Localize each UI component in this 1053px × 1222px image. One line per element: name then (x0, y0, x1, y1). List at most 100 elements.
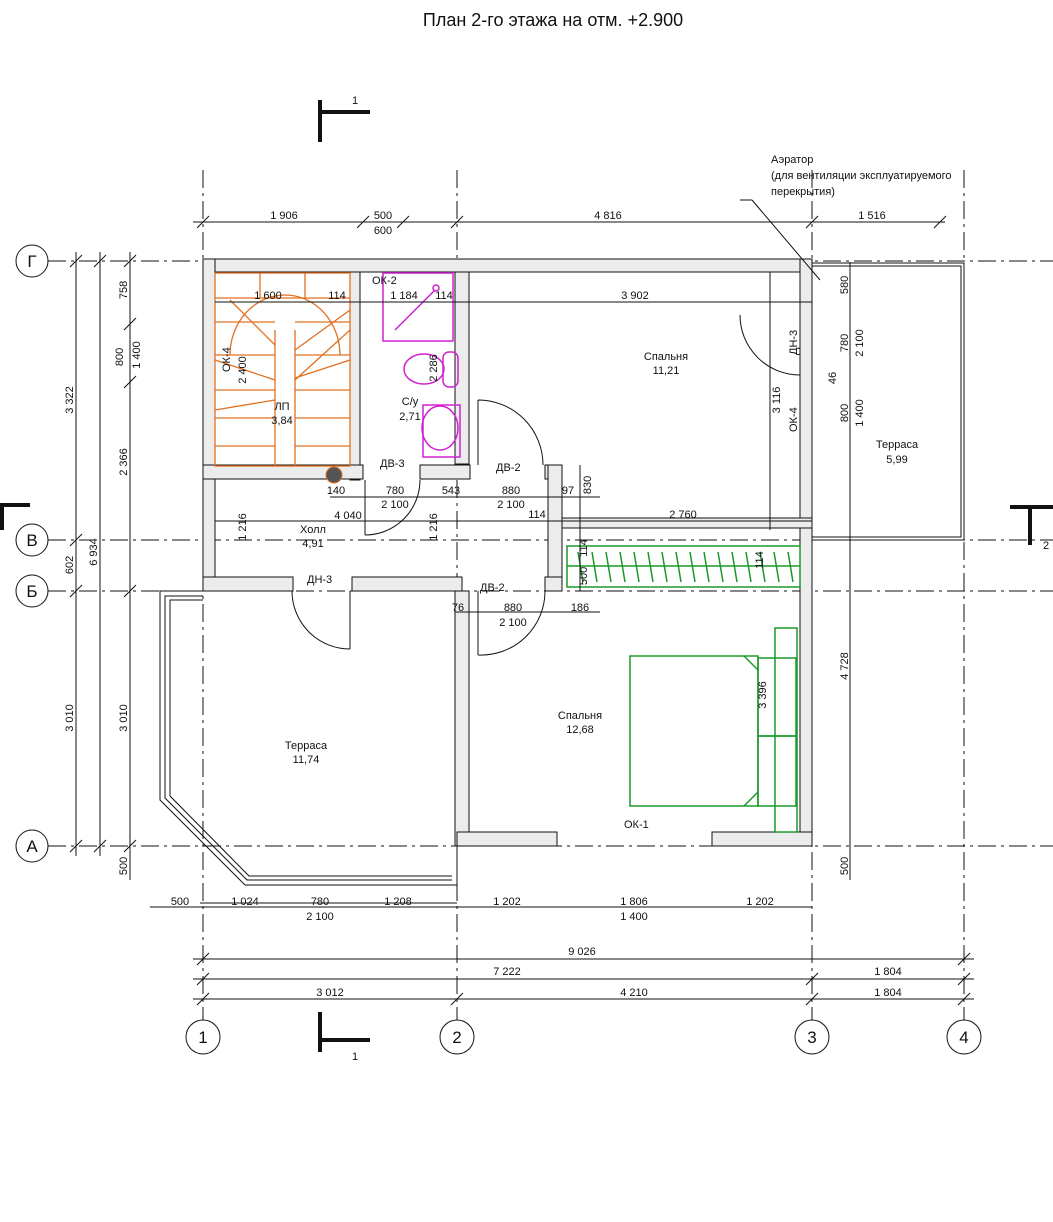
dim: 2 100 (497, 499, 525, 511)
walls (202, 258, 813, 847)
dim: 2 100 (306, 911, 334, 923)
dim: 97 (562, 485, 574, 497)
terrace-right-outline (811, 262, 965, 541)
dim: 500 (171, 896, 189, 908)
axis-label-a: А (26, 837, 38, 856)
dim: 1 806 (620, 896, 648, 908)
dim: 7 222 (493, 966, 521, 978)
axis-label-v: В (26, 531, 37, 550)
dim: 780 (839, 334, 851, 352)
room-terrace-left-name: Терраса (285, 740, 328, 752)
opening-dv3: ДВ-3 (380, 458, 405, 470)
room-bedroom1-name: Спальня (644, 351, 688, 363)
door-swings (291, 314, 801, 656)
dim: 186 (571, 602, 589, 614)
room-terrace-left-area: 11,74 (293, 754, 320, 766)
axis-markers: Г В Б А 1 2 3 4 (15, 244, 982, 1055)
aerator-note: Аэратор (для вентиляции эксплуатируемого… (771, 154, 952, 198)
dim: 6 934 (88, 538, 100, 566)
dim: 3 396 (757, 681, 769, 709)
room-bedroom1-area: 11,21 (653, 365, 680, 377)
staircase (214, 272, 351, 484)
room-bath-area: 2,71 (399, 411, 420, 423)
dim: 114 (528, 509, 546, 521)
dim: 4 210 (620, 987, 648, 999)
dim: 2 286 (428, 354, 440, 382)
dim: 2 100 (381, 499, 409, 511)
dim: 4 816 (594, 210, 622, 222)
dim: 1 216 (428, 513, 440, 541)
dim: 600 (374, 225, 392, 237)
dim: 1 600 (254, 290, 282, 302)
room-hall-name: Холл (300, 524, 326, 536)
note-line-3: перекрытия) (771, 186, 835, 198)
room-stair-area: 3,84 (271, 415, 292, 427)
dim: 3 010 (64, 704, 76, 732)
room-bedroom2-area: 12,68 (566, 724, 594, 736)
section-mark-bottom: 1 (352, 1051, 358, 1063)
opening-ok4-stair: ОК-4 (221, 347, 233, 372)
dim: 500 (374, 210, 392, 222)
bathroom-fixtures (382, 272, 461, 458)
dim: 76 (452, 602, 464, 614)
terrace-left-outline (159, 590, 458, 886)
dimension-texts: 1 906 500 600 4 816 1 516 1 600 114 1 18… (64, 210, 902, 999)
dim: 1 202 (493, 896, 521, 908)
note-line-1: Аэратор (771, 154, 813, 166)
wardrobe (566, 545, 801, 588)
dim: 114 (328, 290, 346, 302)
dim: 4 040 (334, 510, 362, 522)
dim: 114 (754, 551, 766, 569)
room-stair-name: ЛП (274, 401, 289, 413)
dim: 800 (114, 348, 126, 366)
axis-label-2: 2 (452, 1028, 461, 1047)
dim: 3 116 (771, 387, 783, 414)
section-marks: 1 1 2 (0, 95, 1053, 1063)
dim: 500 (118, 857, 130, 875)
dim: 758 (118, 281, 130, 299)
dim: 1 202 (746, 896, 774, 908)
room-bath-name: С/у (402, 396, 419, 408)
dim: 2 366 (118, 448, 130, 476)
axis-label-b: Б (26, 582, 37, 601)
dim: 1 516 (858, 210, 886, 222)
dim: 1 400 (131, 341, 143, 369)
dim: 1 400 (620, 911, 648, 923)
axis-label-1: 1 (198, 1028, 207, 1047)
dim: 3 010 (118, 704, 130, 732)
dim: 3 902 (621, 290, 649, 302)
dim: 602 (64, 556, 76, 574)
dim: 1 906 (270, 210, 298, 222)
dim: 2 400 (237, 356, 249, 384)
dim: 500 (839, 857, 851, 875)
opening-dn3-bedroom: ДН-3 (788, 330, 800, 355)
note-line-2: (для вентиляции эксплуатируемого (771, 170, 952, 182)
dim: 2 100 (854, 329, 866, 357)
dim: 830 (582, 476, 594, 494)
opening-ok2: ОК-2 (372, 275, 397, 287)
dim: 780 (311, 896, 329, 908)
dim: 800 (839, 404, 851, 422)
opening-dv2-upper: ДВ-2 (496, 462, 521, 474)
room-terrace-right-name: Терраса (876, 439, 919, 451)
room-labels: ЛП 3,84 С/у 2,71 Спальня 11,21 Холл 4,91… (271, 351, 919, 766)
dim: 500 (578, 567, 590, 585)
room-hall-area: 4,91 (302, 538, 323, 550)
opening-dv2-lower: ДВ-2 (480, 582, 505, 594)
dim: 2 760 (669, 509, 697, 521)
dim: 1 208 (384, 896, 412, 908)
opening-ok1: ОК-1 (624, 819, 649, 831)
dim: 1 024 (231, 896, 259, 908)
dim: 140 (327, 485, 345, 497)
opening-labels: ОК-2 ОК-4 ОК-4 ОК-1 ДВ-3 ДВ-2 ДВ-2 ДН-3 … (221, 275, 800, 831)
dim: 3 012 (316, 987, 344, 999)
dim: 780 (386, 485, 404, 497)
opening-dn3-hall: ДН-3 (307, 574, 332, 586)
dim: 1 184 (390, 290, 418, 302)
drawing-title: План 2-го этажа на отм. +2.900 (423, 10, 683, 30)
dim: 114 (435, 290, 453, 302)
opening-ok4-bedroom: ОК-4 (788, 407, 800, 432)
dim: 4 728 (839, 652, 851, 680)
dim: 880 (504, 602, 522, 614)
